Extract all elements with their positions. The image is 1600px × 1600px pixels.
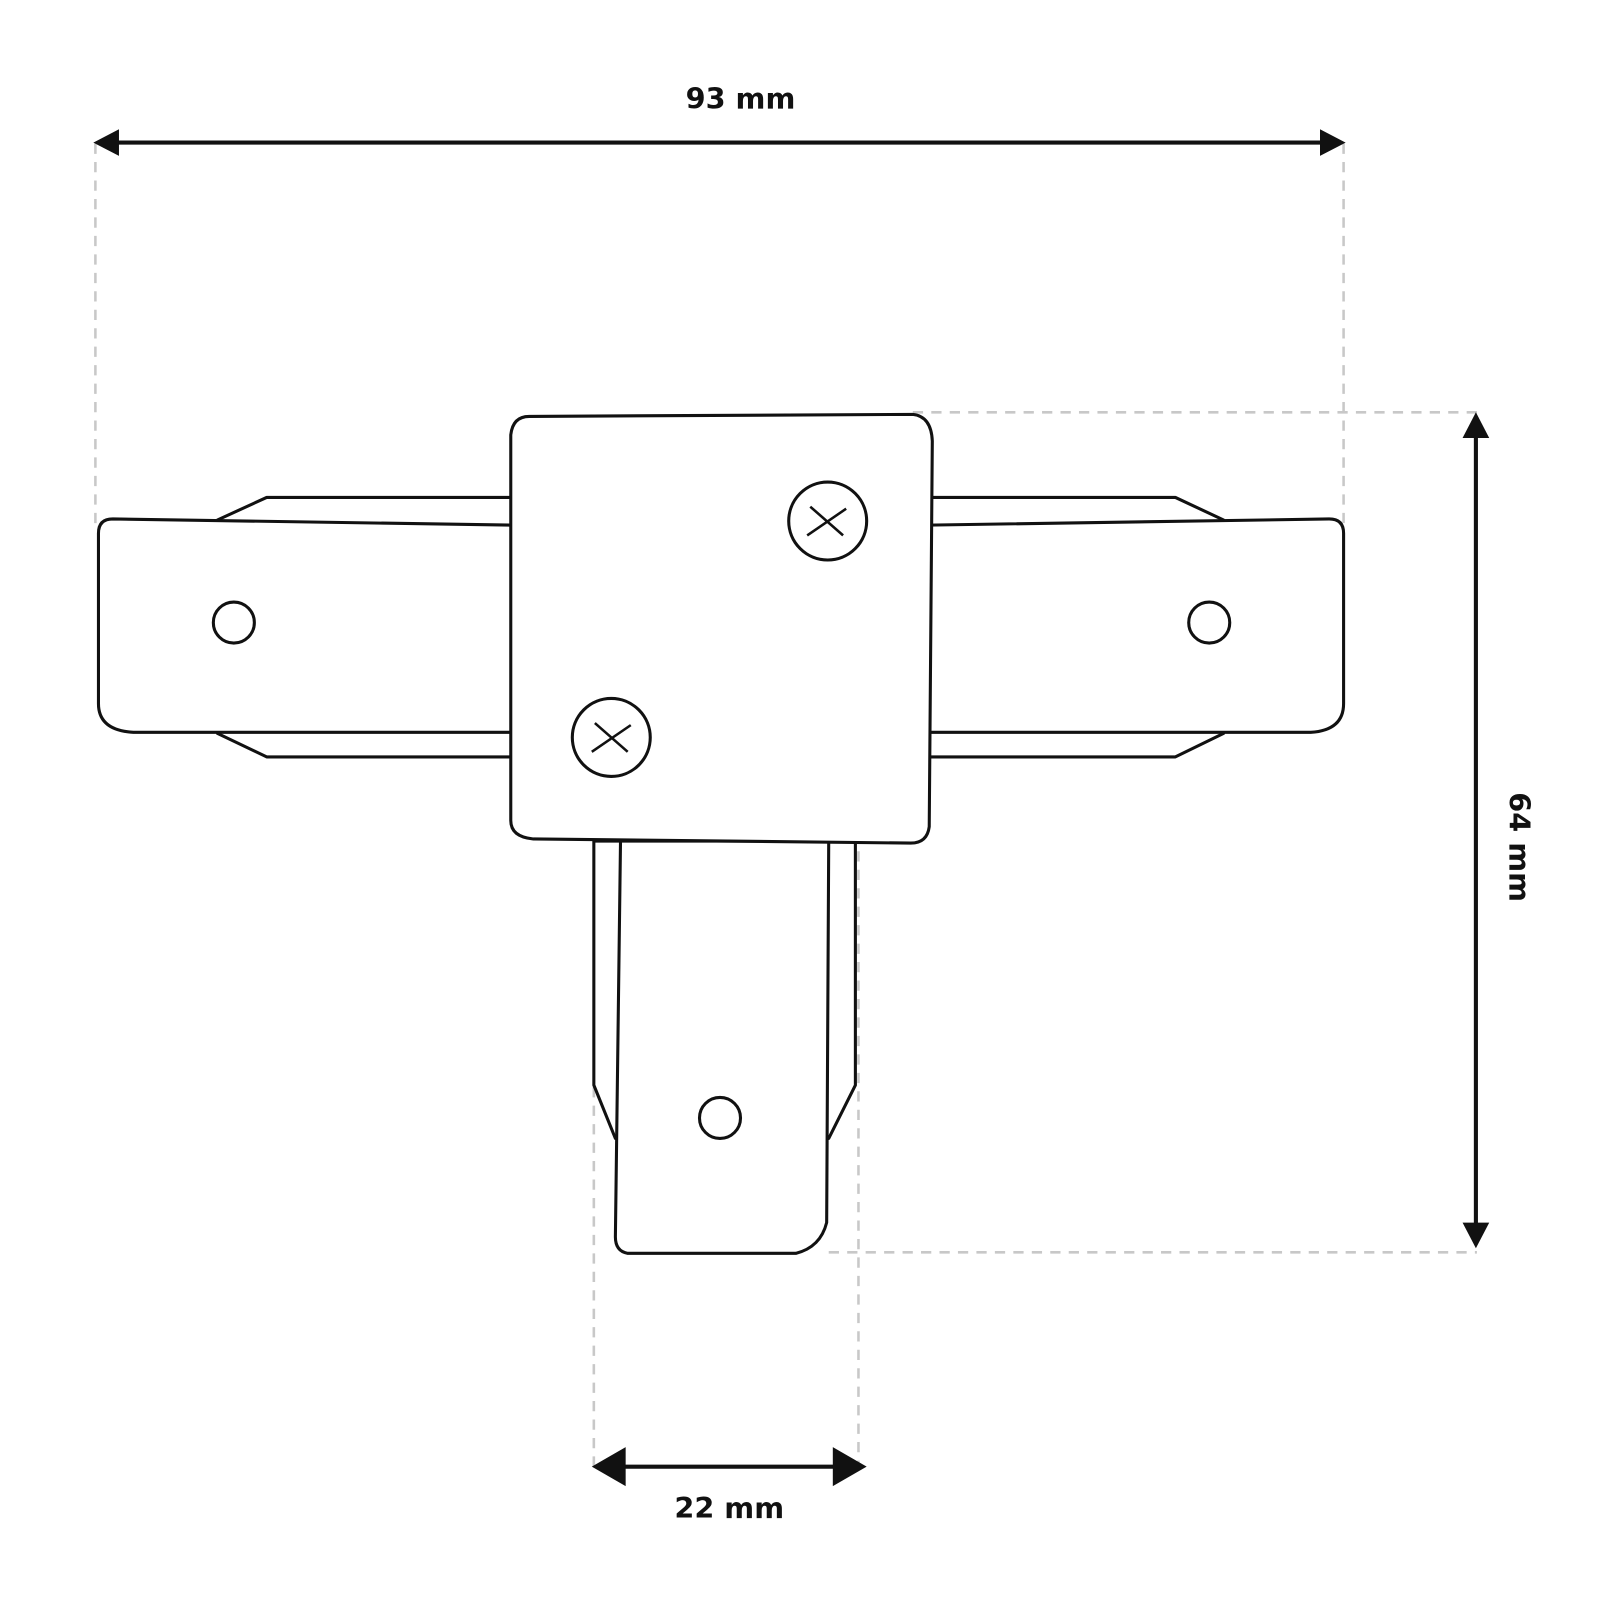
screw-icon: [787, 480, 869, 562]
height-dimension: 64 mm: [1462, 412, 1537, 1249]
width-label: 93 mm: [686, 82, 796, 116]
width-dimension: 93 mm: [93, 82, 1346, 156]
dimension-guides: [94, 143, 1477, 1467]
leg-width-label: 22 mm: [674, 1491, 784, 1525]
arrow-left-icon: [93, 129, 119, 156]
height-label: 64 mm: [1503, 792, 1537, 902]
arrow-right-icon: [832, 1447, 867, 1487]
mount-hole-right: [1187, 600, 1232, 645]
arrow-left-icon: [591, 1447, 626, 1487]
leg-width-dimension: 22 mm: [591, 1447, 867, 1525]
center-body: [509, 412, 934, 845]
arrow-right-icon: [1320, 129, 1346, 156]
mount-hole-bottom: [697, 1095, 743, 1140]
screw-icon: [570, 696, 652, 778]
left-arm: [96, 495, 515, 759]
arrow-down-icon: [1462, 1222, 1490, 1249]
arrow-up-icon: [1462, 412, 1490, 438]
right-arm: [926, 495, 1346, 759]
mount-hole-left: [211, 600, 256, 645]
bottom-leg: [592, 839, 857, 1255]
